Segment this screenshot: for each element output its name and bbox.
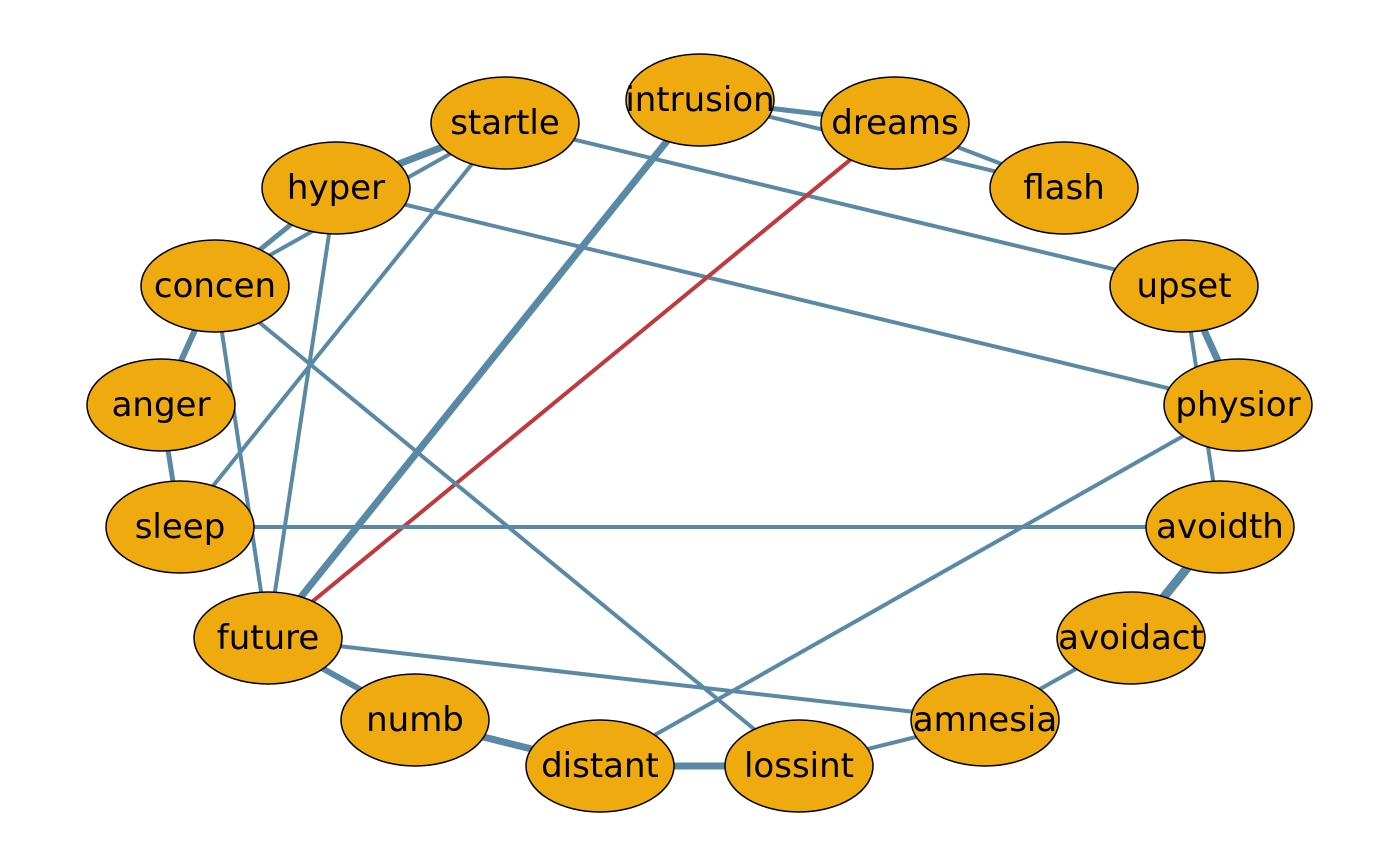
node-flash: flash — [989, 141, 1139, 235]
node-label: upset — [1136, 266, 1231, 306]
node-avoidth: avoidth — [1145, 480, 1295, 574]
edge-physior-distant — [598, 403, 1240, 768]
node-concen: concen — [140, 239, 290, 333]
node-startle: startle — [430, 76, 580, 170]
node-amnesia: amnesia — [910, 673, 1060, 767]
node-upset: upset — [1109, 239, 1259, 333]
node-shape — [1056, 591, 1206, 685]
node-shape — [430, 76, 580, 170]
node-shape — [625, 53, 775, 147]
node-numb: numb — [340, 673, 490, 767]
edge-intrusion-future — [264, 96, 704, 642]
node-label: avoidact — [1058, 618, 1204, 658]
node-label: sleep — [135, 507, 226, 547]
node-shape — [86, 358, 236, 452]
node-shape — [724, 719, 874, 813]
edge-future-amnesia — [266, 636, 987, 722]
node-shape — [1145, 480, 1295, 574]
node-shape — [1109, 239, 1259, 333]
edge-startle-sleep — [178, 121, 507, 529]
node-future: future — [193, 591, 343, 685]
node-label: anger — [112, 385, 211, 425]
node-label: distant — [541, 746, 659, 786]
node-intrusion: intrusion — [625, 53, 775, 147]
node-dreams: dreams — [820, 76, 970, 170]
node-avoidact: avoidact — [1056, 591, 1206, 685]
node-shape — [140, 239, 290, 333]
node-shape — [193, 591, 343, 685]
node-hyper: hyper — [261, 141, 411, 235]
node-physior: physior — [1163, 358, 1313, 452]
edge-hyper-future — [266, 186, 338, 640]
node-label: hyper — [287, 168, 385, 208]
node-label: avoidth — [1156, 507, 1284, 547]
node-anger: anger — [86, 358, 236, 452]
node-label: startle — [450, 103, 560, 143]
node-label: flash — [1023, 168, 1105, 208]
node-label: physior — [1175, 385, 1300, 425]
node-label: dreams — [831, 103, 958, 143]
node-label: intrusion — [625, 80, 774, 120]
node-shape — [910, 673, 1060, 767]
node-shape — [261, 141, 411, 235]
node-label: concen — [154, 266, 276, 306]
edge-hyper-physior — [334, 186, 1240, 407]
node-shape — [105, 480, 255, 574]
node-shape — [820, 76, 970, 170]
nodes-layer: intrusion dreams flash upset physior avoidth a… — [86, 53, 1313, 813]
node-label: numb — [366, 700, 464, 740]
node-shape — [989, 141, 1139, 235]
node-label: future — [217, 618, 320, 658]
edge-dreams-future — [266, 121, 897, 640]
edge-concen-future — [213, 284, 270, 640]
node-lossint: lossint — [724, 719, 874, 813]
node-label: amnesia — [913, 700, 1057, 740]
node-shape — [1163, 358, 1313, 452]
node-shape — [340, 673, 490, 767]
node-sleep: sleep — [105, 480, 255, 574]
node-shape — [525, 719, 675, 813]
edge-startle-upset — [503, 121, 1186, 288]
node-distant: distant — [525, 719, 675, 813]
node-label: lossint — [744, 746, 854, 786]
